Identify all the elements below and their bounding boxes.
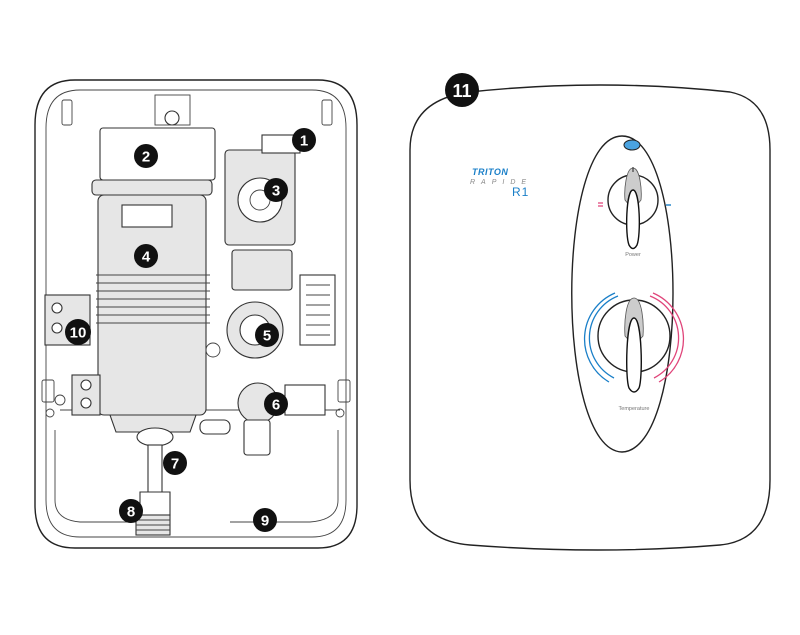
svg-text:10: 10 — [70, 325, 87, 342]
temperature-knob[interactable] — [583, 292, 685, 393]
callout-7: 7 — [163, 451, 187, 475]
callout-1: 1 — [292, 128, 316, 152]
callout-8: 8 — [119, 499, 143, 523]
svg-text:9: 9 — [261, 513, 269, 530]
callout-5: 5 — [255, 323, 279, 347]
power-label: Power — [625, 252, 641, 258]
callout-10: 10 — [65, 319, 91, 345]
model-line: RAPIDE — [470, 179, 532, 186]
shower-cover: TRITON RAPIDE R1 Power Temperature — [409, 84, 771, 551]
temperature-label: Temperature — [619, 406, 650, 412]
power-indicator-light — [623, 139, 641, 151]
svg-text:8: 8 — [127, 504, 135, 521]
callout-4: 4 — [134, 244, 158, 268]
svg-text:7: 7 — [171, 456, 179, 473]
callout-3: 3 — [264, 178, 288, 202]
svg-text:3: 3 — [272, 183, 280, 200]
model-name: R1 — [512, 185, 529, 199]
svg-text:11: 11 — [452, 81, 471, 101]
svg-text:1: 1 — [300, 133, 308, 150]
power-knob[interactable] — [598, 167, 671, 250]
svg-text:5: 5 — [263, 328, 271, 345]
brand-logo: TRITON — [472, 167, 508, 177]
shower-internal-unit — [34, 79, 358, 549]
callout-6: 6 — [264, 392, 288, 416]
callout-11: 11 — [445, 73, 479, 107]
svg-text:4: 4 — [142, 249, 151, 266]
svg-text:2: 2 — [142, 149, 150, 166]
callout-2: 2 — [134, 144, 158, 168]
callout-9: 9 — [253, 508, 277, 532]
svg-text:6: 6 — [272, 397, 280, 414]
